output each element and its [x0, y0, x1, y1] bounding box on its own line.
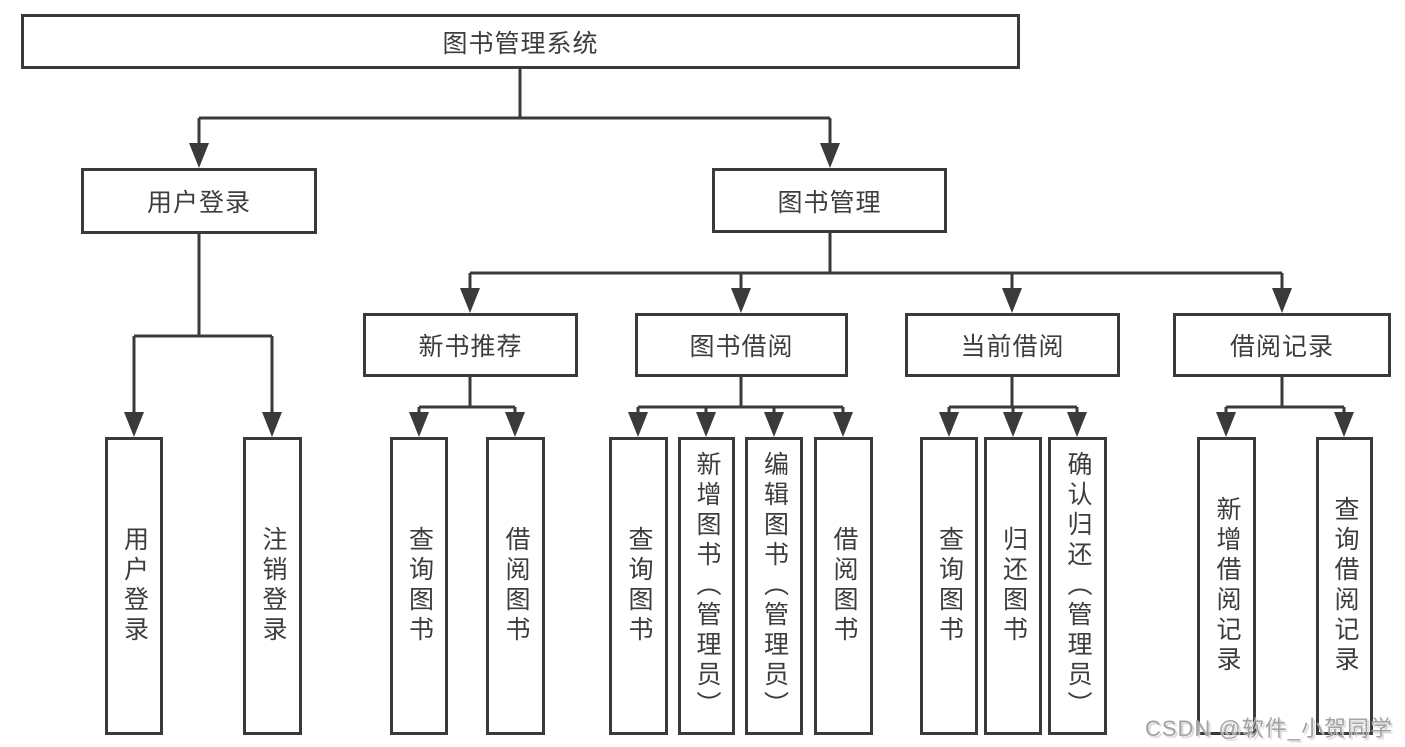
- node-logout: 注销登录: [243, 437, 302, 735]
- arrow-down-icon: [731, 288, 751, 313]
- arrow-down-icon: [1003, 412, 1023, 437]
- csdn-watermark: CSDN @软件_小贺同学: [1144, 716, 1393, 741]
- arrow-down-icon: [124, 412, 144, 437]
- arrow-down-icon: [189, 143, 209, 168]
- arrowheads: [124, 143, 1354, 437]
- node-book-management: 图书管理: [712, 168, 947, 233]
- node-query-books-borrow: 查询图书: [609, 437, 668, 735]
- node-borrow-books-recommend: 借阅图书: [486, 437, 545, 735]
- connector-lines: [132, 69, 1346, 414]
- arrow-down-icon: [628, 412, 648, 437]
- node-user-login: 用户登录: [81, 168, 317, 234]
- node-current-borrowing: 当前借阅: [905, 313, 1120, 377]
- node-add-book-admin: 新增图书（管理员）: [678, 437, 735, 735]
- node-book-borrowing: 图书借阅: [635, 313, 848, 377]
- node-borrow-books: 借阅图书: [814, 437, 873, 735]
- node-login: 用户登录: [105, 437, 163, 735]
- node-new-book-recommendation: 新书推荐: [363, 313, 578, 377]
- arrow-down-icon: [1067, 412, 1087, 437]
- node-add-borrow-record: 新增借阅记录: [1197, 437, 1256, 735]
- node-query-books-current: 查询图书: [920, 437, 978, 735]
- node-query-borrow-record: 查询借阅记录: [1316, 437, 1373, 735]
- arrow-down-icon: [1272, 288, 1292, 313]
- arrow-down-icon: [505, 412, 525, 437]
- arrow-down-icon: [820, 143, 840, 168]
- node-root-library-system: 图书管理系统: [21, 14, 1020, 69]
- arrow-down-icon: [833, 412, 853, 437]
- node-borrowing-records: 借阅记录: [1173, 313, 1391, 377]
- arrow-down-icon: [409, 412, 429, 437]
- arrow-down-icon: [1002, 288, 1022, 313]
- arrow-down-icon: [939, 412, 959, 437]
- arrow-down-icon: [764, 412, 784, 437]
- arrow-down-icon: [1334, 412, 1354, 437]
- arrow-down-icon: [460, 288, 480, 313]
- node-confirm-return-admin: 确认归还（管理员）: [1048, 437, 1107, 735]
- arrow-down-icon: [1216, 412, 1236, 437]
- node-edit-book-admin: 编辑图书（管理员）: [745, 437, 803, 735]
- node-return-books: 归还图书: [984, 437, 1042, 735]
- arrow-down-icon: [262, 412, 282, 437]
- node-query-books-recommend: 查询图书: [390, 437, 448, 735]
- arrow-down-icon: [696, 412, 716, 437]
